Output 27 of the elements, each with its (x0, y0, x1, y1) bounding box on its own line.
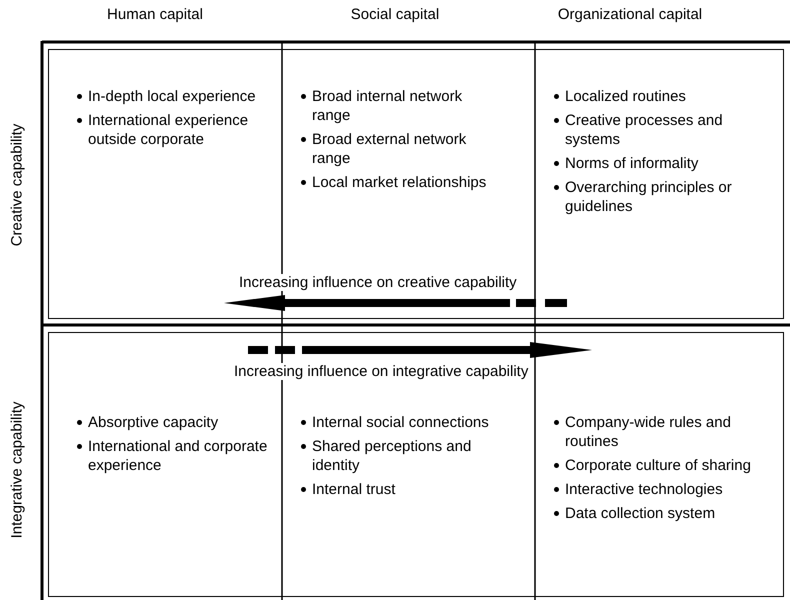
quadrant-panel (48, 332, 784, 597)
row-header: Integrative capability (8, 402, 26, 538)
column-header: Human capital (107, 6, 203, 23)
bullet-item: Shared perceptions and identity (312, 437, 472, 475)
arrow-caption: Increasing influence on integrative capability (232, 363, 530, 380)
bullet-item: International experience outside corporate (88, 111, 250, 149)
column-header: Social capital (350, 6, 440, 23)
bullet-item: Absorptive capacity (88, 413, 218, 432)
bullet-item: In-depth local experience (88, 87, 256, 106)
bullet-item: Norms of informality (565, 154, 698, 173)
bullet-item: International and corporate experience (88, 437, 268, 475)
bullet-item: Overarching principles or guidelines (565, 178, 733, 216)
bullet-item: Interactive technologies (565, 480, 723, 499)
bullet-item: Creative processes and systems (565, 111, 724, 149)
bullet-item: Data collection system (565, 504, 716, 523)
quadrant-panel (48, 49, 784, 319)
row-header: Creative capability (8, 124, 26, 246)
bullet-item: Internal social connections (312, 413, 489, 432)
bullet-item: Company-wide rules and routines (565, 413, 732, 451)
column-header: Organizational capital (558, 6, 702, 23)
bullet-item: Broad external network range (312, 130, 468, 168)
arrow-caption: Increasing influence on creative capability (237, 274, 519, 291)
bullet-item: Local market relationships (312, 173, 486, 192)
bullet-item: Corporate culture of sharing (565, 456, 751, 475)
bullet-item: Broad internal network range (312, 87, 464, 125)
bullet-item: Internal trust (312, 480, 396, 499)
bullet-item: Localized routines (565, 87, 686, 106)
